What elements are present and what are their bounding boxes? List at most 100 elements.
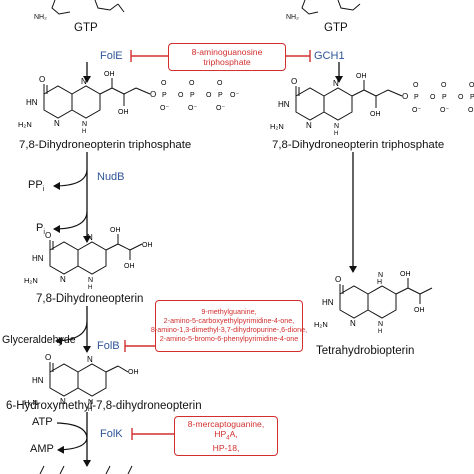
atom-label: P: [470, 94, 474, 101]
atom-label: HN: [32, 254, 44, 263]
atom-label: H: [88, 407, 92, 413]
atom-label: H₂N: [270, 122, 284, 131]
enzyme-nudb: NudB: [97, 171, 125, 183]
atom-label: N: [88, 399, 93, 406]
label-gtp-right: GTP: [324, 22, 348, 34]
label-ppi: PPi: [28, 179, 45, 194]
atom-label: P: [442, 94, 447, 101]
atom-label: O: [469, 82, 474, 89]
hp4a-tail: A,: [229, 428, 238, 439]
inhibitor-line: 2-amino-5-bromo-6-phenylpyrimidine-4-one: [159, 333, 299, 343]
atom-label: N: [54, 119, 60, 128]
hp4a-subscript: 4: [226, 435, 230, 442]
atom-label: O: [402, 92, 408, 101]
side-curves: [53, 169, 88, 454]
atom-label: N: [378, 272, 383, 279]
enzyme-fole: FolE: [100, 50, 123, 62]
atom-label: HN: [322, 298, 334, 307]
atom-label: O: [413, 82, 419, 89]
gtp-left-structure: NH₂: [34, 0, 125, 21]
atom-label: OH: [118, 109, 129, 116]
atom-label: O⁻: [216, 105, 225, 112]
atom-label: HN: [278, 100, 290, 109]
inhibitor-line: HP-18,: [212, 443, 240, 454]
atom-label: N: [334, 123, 339, 130]
atom-label: OH: [104, 71, 115, 78]
atom-label: O⁻: [468, 107, 474, 114]
atom-label: O: [189, 80, 195, 87]
gtp-right-structure: NH₂: [286, 0, 361, 21]
atom-label: O⁻: [188, 105, 197, 112]
atom-label: NH₂: [286, 14, 299, 21]
inhibitor-line: 8-amino-1,3-dimethyl-3,7-dihydropurine-,…: [150, 325, 308, 334]
atom-label: O: [291, 77, 297, 86]
label-glyceraldehyde: Glyceraldehyde: [2, 334, 76, 346]
atom-label: H₂N: [24, 276, 38, 285]
atom-label: O: [178, 92, 184, 99]
inhibition-lines: [124, 50, 311, 440]
atom-label: O⁻: [230, 92, 239, 99]
atom-label: O: [458, 94, 464, 101]
atom-label: H₂N: [24, 398, 38, 407]
inhibitor-line: 8-aminoguanosine: [191, 46, 263, 57]
atom-label: HN: [26, 98, 38, 107]
label-atp: ATP: [32, 416, 53, 428]
bh4-structure: O HN H₂N N H N N H OH OH: [314, 271, 433, 335]
hmdhp-structure: O HN H₂N N N N H OH: [24, 353, 139, 413]
atom-label: O: [45, 231, 51, 240]
atom-label: N: [87, 233, 93, 242]
label-gtp-left: GTP: [74, 22, 98, 34]
inhibitor-line: 2-amino-5-carboxyethylpyrimidine-4-one,: [163, 316, 295, 326]
atom-label: H: [378, 329, 382, 335]
atom-label: O: [335, 275, 341, 284]
atom-label: O: [441, 82, 447, 89]
atom-label: O: [39, 75, 45, 84]
inhibitor-line: triphosphate: [203, 57, 251, 67]
atom-label: N: [60, 397, 66, 406]
ppi-main: PP: [28, 179, 43, 191]
atom-label: OH: [128, 369, 139, 376]
atom-label: OH: [142, 242, 153, 249]
atom-label: H: [377, 279, 382, 286]
inhibitor-line: HP4A,: [214, 429, 237, 443]
label-bh4: Tetrahydrobiopterin: [316, 345, 415, 357]
pi-subscript: i: [43, 229, 45, 237]
dhnptp-left-structure: O HN H₂N N N N H OH OH O P O P O P O⁻ O …: [18, 71, 239, 135]
atom-label: P: [190, 92, 195, 99]
atom-label: N: [350, 319, 356, 328]
label-dhnptp-left: 7,8-Dihydroneopterin triphosphate: [19, 139, 192, 151]
pi-main: P: [36, 222, 44, 234]
atom-label: O: [161, 80, 167, 87]
atom-label: O⁻: [160, 105, 169, 112]
enzyme-folk: FolK: [100, 428, 123, 440]
inhibitor-box-folb: 9-methylguanine, 2-amino-5-carboxyethylp…: [151, 300, 307, 352]
inhibitor-box-folk: 8-mercaptoguanine, HP4A, HP-18,: [174, 416, 278, 456]
enzyme-folb: FolB: [97, 340, 120, 352]
curve-atp-in: [56, 422, 88, 439]
atom-label: N: [88, 277, 93, 284]
ppi-subscript: i: [42, 186, 45, 194]
label-dhnptp-right: 7,8-Dihydroneopterin triphosphate: [272, 139, 445, 151]
inhibitor-box-gtp: 8-aminoguanosine triphosphate: [168, 43, 286, 71]
curve-ppi-out: [53, 169, 88, 190]
inhibitor-line: 8-mercaptoguanine,: [187, 418, 265, 429]
enzyme-gch1: GCH1: [314, 50, 345, 62]
atom-label: N: [378, 321, 383, 328]
curve-amp-out: [57, 437, 88, 454]
atom-label: O: [45, 353, 51, 362]
atom-label: N: [306, 121, 312, 130]
atom-label: P: [162, 92, 167, 99]
curve-glyceraldehyde-out: [55, 321, 88, 345]
atom-label: P: [414, 94, 419, 101]
atom-label: O⁻: [440, 107, 449, 114]
atom-label: O: [150, 90, 156, 99]
hp4a-main: HP: [214, 428, 227, 439]
atom-label: N: [82, 121, 87, 128]
label-pi: Pi: [36, 222, 45, 237]
atom-label: H: [334, 131, 338, 137]
atom-label: H₂N: [18, 120, 32, 129]
atom-label: O: [217, 80, 223, 87]
atom-label: H: [82, 129, 86, 135]
